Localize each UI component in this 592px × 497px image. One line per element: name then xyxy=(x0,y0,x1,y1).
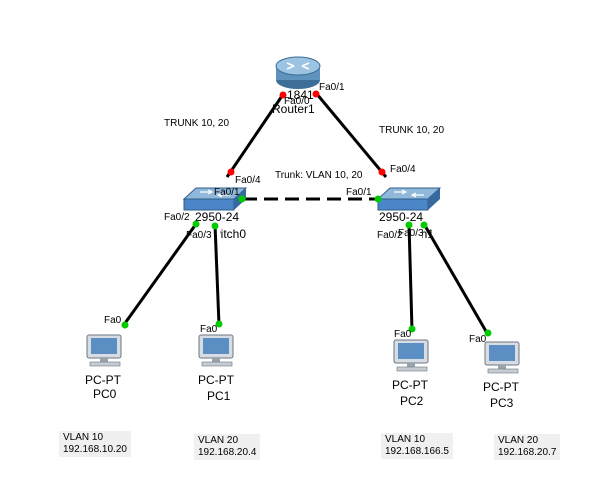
pc0-vlan: VLAN 10 xyxy=(63,432,104,443)
switch0-port-fa0-3: Fa0/3 xyxy=(186,230,212,241)
link-status-dot xyxy=(238,195,246,203)
link-status-dot xyxy=(312,90,320,98)
router-icon[interactable] xyxy=(275,56,321,89)
link-switch1-pc2[interactable] xyxy=(407,223,414,331)
switch1-port-fa0-4: Fa0/4 xyxy=(390,164,416,175)
pc0-vlan-note: VLAN 10 192.168.10.20 xyxy=(59,431,131,457)
link-status-dot xyxy=(408,325,416,333)
pc1-vlan: VLAN 20 xyxy=(198,435,239,446)
pc1-icon[interactable] xyxy=(198,334,234,367)
switch1-port-fa0-1: Fa0/1 xyxy=(346,187,372,198)
router-port-fa0-0: Fa0/0 xyxy=(284,96,310,107)
switch0-port-fa0-4: Fa0/4 xyxy=(235,175,261,186)
link-router-switch0[interactable] xyxy=(225,92,286,178)
switch0-port-fa0-1: Fa0/1 xyxy=(214,187,240,198)
trunk-label-left: TRUNK 10, 20 xyxy=(164,118,230,129)
pc0-name: PC0 xyxy=(93,387,117,401)
pc3-vlan-note: VLAN 20 192.168.20.7 xyxy=(494,434,561,460)
pc0-type: PC-PT xyxy=(85,373,121,387)
pc2-vlan: VLAN 10 xyxy=(385,434,426,445)
pc3-ip: 192.168.20.7 xyxy=(498,447,557,458)
router-model: 1841 xyxy=(287,88,314,102)
link-status-dot xyxy=(227,168,235,176)
pc0-ip: 192.168.10.20 xyxy=(63,444,127,455)
pc2-vlan-note: VLAN 10 192.168.166.5 xyxy=(381,433,453,459)
pc2-type: PC-PT xyxy=(392,378,428,392)
trunk-label-switches: Trunk: VLAN 10, 20 xyxy=(275,170,363,181)
pc3-icon[interactable] xyxy=(484,341,520,374)
pc3-port: Fa0 xyxy=(469,334,487,345)
link-status-dot xyxy=(420,221,428,229)
link-router-switch1[interactable] xyxy=(314,92,388,178)
pc2-icon[interactable] xyxy=(393,339,429,372)
link-switch0-pc0[interactable] xyxy=(121,223,198,327)
link-switch0-pc1[interactable] xyxy=(213,223,221,326)
link-status-dot xyxy=(121,321,129,329)
switch0-name: Switch0 xyxy=(204,227,247,241)
link-status-dot xyxy=(215,320,223,328)
pc1-ip: 192.168.20.4 xyxy=(198,447,257,458)
switch0-icon[interactable] xyxy=(182,187,248,211)
pc0-port: Fa0 xyxy=(104,315,122,326)
link-status-dot xyxy=(378,168,386,176)
link-switch1-pc3[interactable] xyxy=(422,223,489,334)
switch0-model: 2950-24 xyxy=(195,210,240,224)
switch1-model: 2950-24 xyxy=(379,210,424,224)
switch1-port-fa0-3: Fa0/3 xyxy=(398,228,424,239)
switch1-name: Switch1 xyxy=(392,227,435,241)
link-status-dot xyxy=(192,220,200,228)
pc1-vlan-note: VLAN 20 192.168.20.4 xyxy=(194,434,261,460)
pc1-port: Fa0 xyxy=(200,324,218,335)
link-status-dot xyxy=(211,222,219,230)
pc1-name: PC1 xyxy=(207,389,231,403)
pc3-vlan: VLAN 20 xyxy=(498,435,539,446)
router-port-fa0-1: Fa0/1 xyxy=(319,82,345,93)
link-status-dot xyxy=(484,329,492,337)
link-status-dot xyxy=(405,221,413,229)
pc2-name: PC2 xyxy=(400,394,424,408)
switch1-port-fa0-2: Fa0/2 xyxy=(377,230,403,241)
router-name: Router1 xyxy=(272,102,315,116)
switch1-icon[interactable] xyxy=(376,187,442,211)
pc3-type: PC-PT xyxy=(483,380,519,394)
pc2-port: Fa0 xyxy=(394,329,412,340)
link-status-dot xyxy=(374,195,382,203)
pc2-ip: 192.168.166.5 xyxy=(385,446,449,457)
trunk-label-right: TRUNK 10, 20 xyxy=(379,125,445,136)
pc0-icon[interactable] xyxy=(86,334,122,367)
link-status-dot xyxy=(279,91,287,99)
pc1-type: PC-PT xyxy=(198,373,234,387)
pc3-name: PC3 xyxy=(490,396,514,410)
switch0-port-fa0-2: Fa0/2 xyxy=(164,212,190,223)
